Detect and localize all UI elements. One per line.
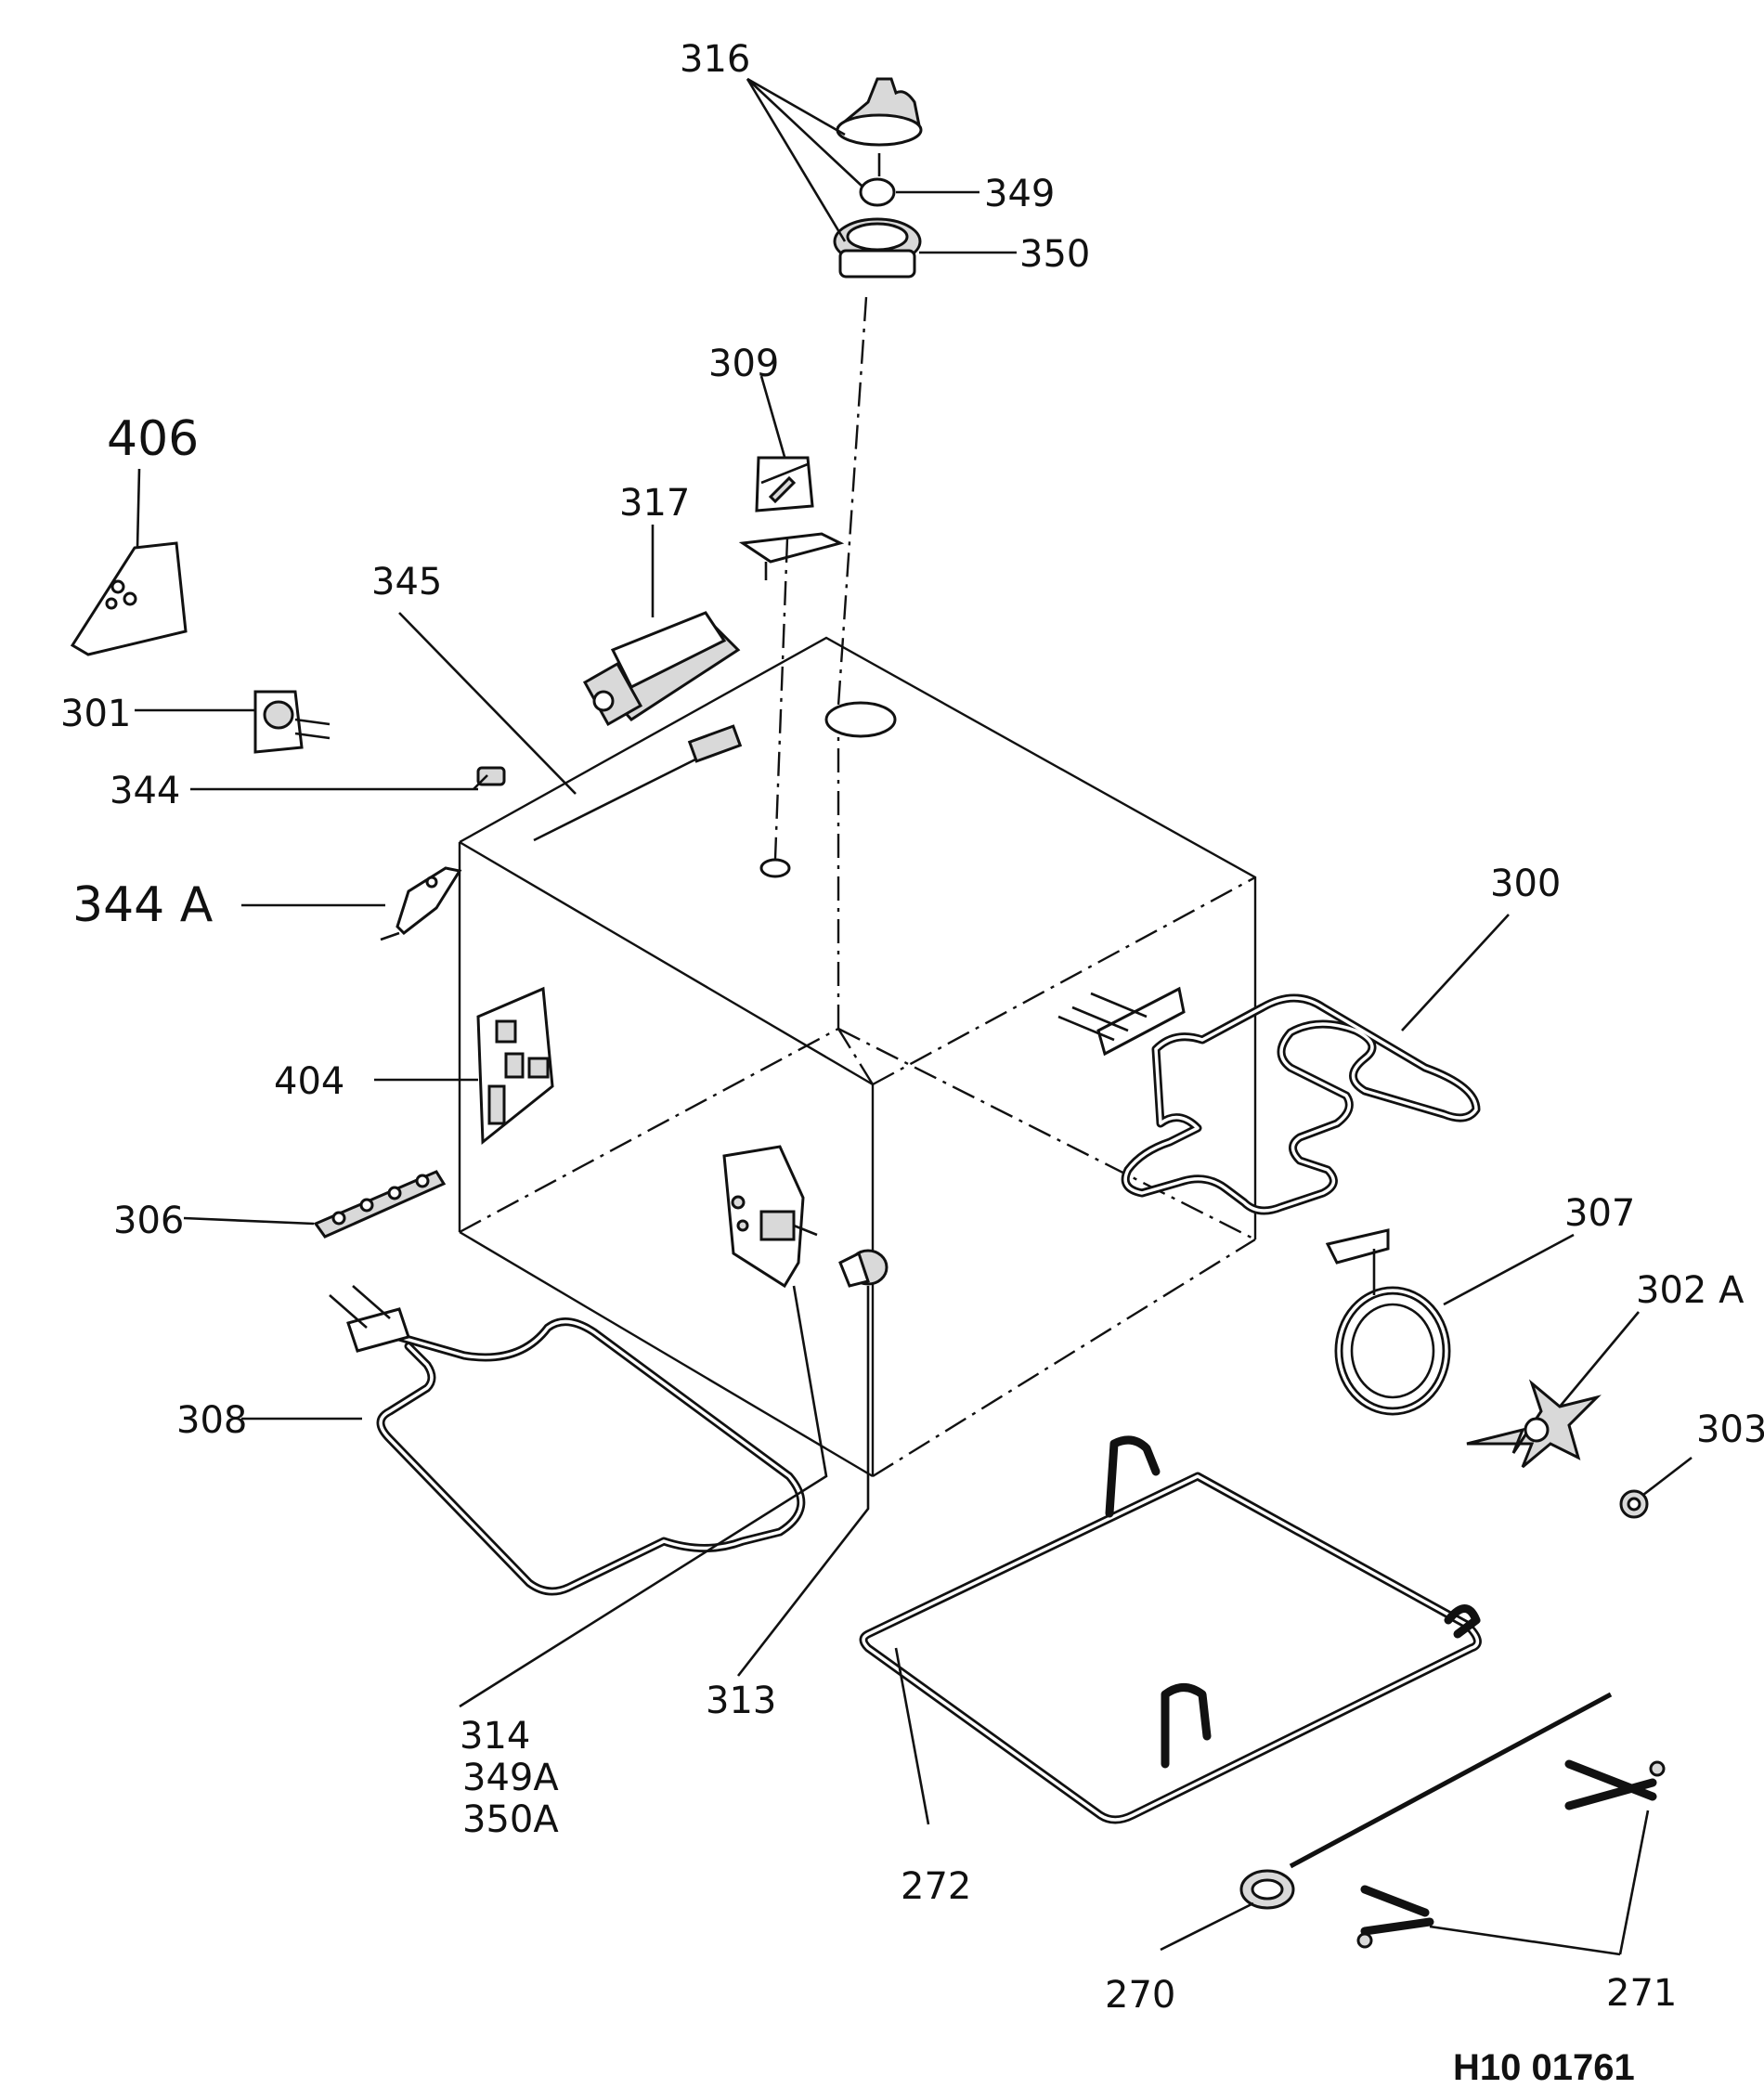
- label-349a: 349A: [462, 1757, 559, 1799]
- oven-cavity-box: [458, 636, 1257, 1478]
- label-349: 349: [984, 173, 1055, 215]
- label-309: 309: [708, 343, 779, 385]
- label-406: 406: [107, 411, 199, 467]
- switch-axis-line: [773, 538, 789, 860]
- part-302a-fan-impeller: [1466, 1379, 1602, 1469]
- label-271: 271: [1606, 1972, 1677, 2015]
- part-labels: 316 349 350 309 406 317 345 301 344 344 …: [60, 38, 1764, 2088]
- label-300: 300: [1490, 863, 1561, 905]
- part-406-bracket: [70, 541, 188, 656]
- part-345-cable: [533, 724, 743, 842]
- part-306-terminal-block: [313, 1170, 447, 1239]
- label-317: 317: [619, 482, 690, 525]
- part-309-switch: [738, 456, 845, 580]
- part-317-tangential-fan: [582, 611, 741, 727]
- part-344a-bracket: [380, 866, 462, 941]
- label-272: 272: [901, 1865, 971, 1908]
- label-344: 344: [110, 770, 180, 812]
- label-314: 314: [460, 1715, 530, 1758]
- part-314-thermostat: [722, 1145, 818, 1289]
- part-404-control-board: [476, 986, 554, 1146]
- label-313: 313: [706, 1680, 776, 1722]
- leader-lines: [135, 77, 1693, 1956]
- label-307: 307: [1564, 1192, 1635, 1235]
- part-303-nut: [1619, 1489, 1649, 1519]
- top-hole: [759, 858, 791, 878]
- part-313-lamp-cover: [838, 1249, 888, 1288]
- label-270: 270: [1105, 1974, 1175, 2017]
- part-308-bottom-element: [329, 1285, 806, 1596]
- part-344-connector: [473, 766, 506, 790]
- diagram-code: H10 01761: [1453, 2047, 1635, 2088]
- label-316: 316: [680, 38, 750, 81]
- part-270-rotisserie-spit: [1239, 1692, 1613, 1910]
- label-306: 306: [113, 1200, 184, 1242]
- label-404: 404: [274, 1060, 344, 1103]
- label-345: 345: [371, 561, 442, 603]
- label-344a: 344 A: [72, 877, 214, 933]
- label-350a: 350A: [462, 1798, 559, 1841]
- label-301: 301: [60, 693, 131, 735]
- part-301-lamp-holder: [253, 690, 331, 754]
- part-316-thermostat-knob: [833, 77, 923, 279]
- top-opening: [824, 701, 897, 738]
- knob-axis-line: [837, 296, 868, 707]
- part-272-wire-shelf: [859, 1435, 1482, 1824]
- label-303: 303: [1696, 1408, 1764, 1451]
- label-302a: 302 A: [1636, 1269, 1745, 1312]
- label-350: 350: [1019, 233, 1090, 276]
- label-308: 308: [176, 1399, 247, 1442]
- part-300-grill-element: [1057, 986, 1481, 1215]
- part-307-circular-element: [1325, 1228, 1451, 1416]
- part-271-spit-forks: [1356, 1759, 1666, 1949]
